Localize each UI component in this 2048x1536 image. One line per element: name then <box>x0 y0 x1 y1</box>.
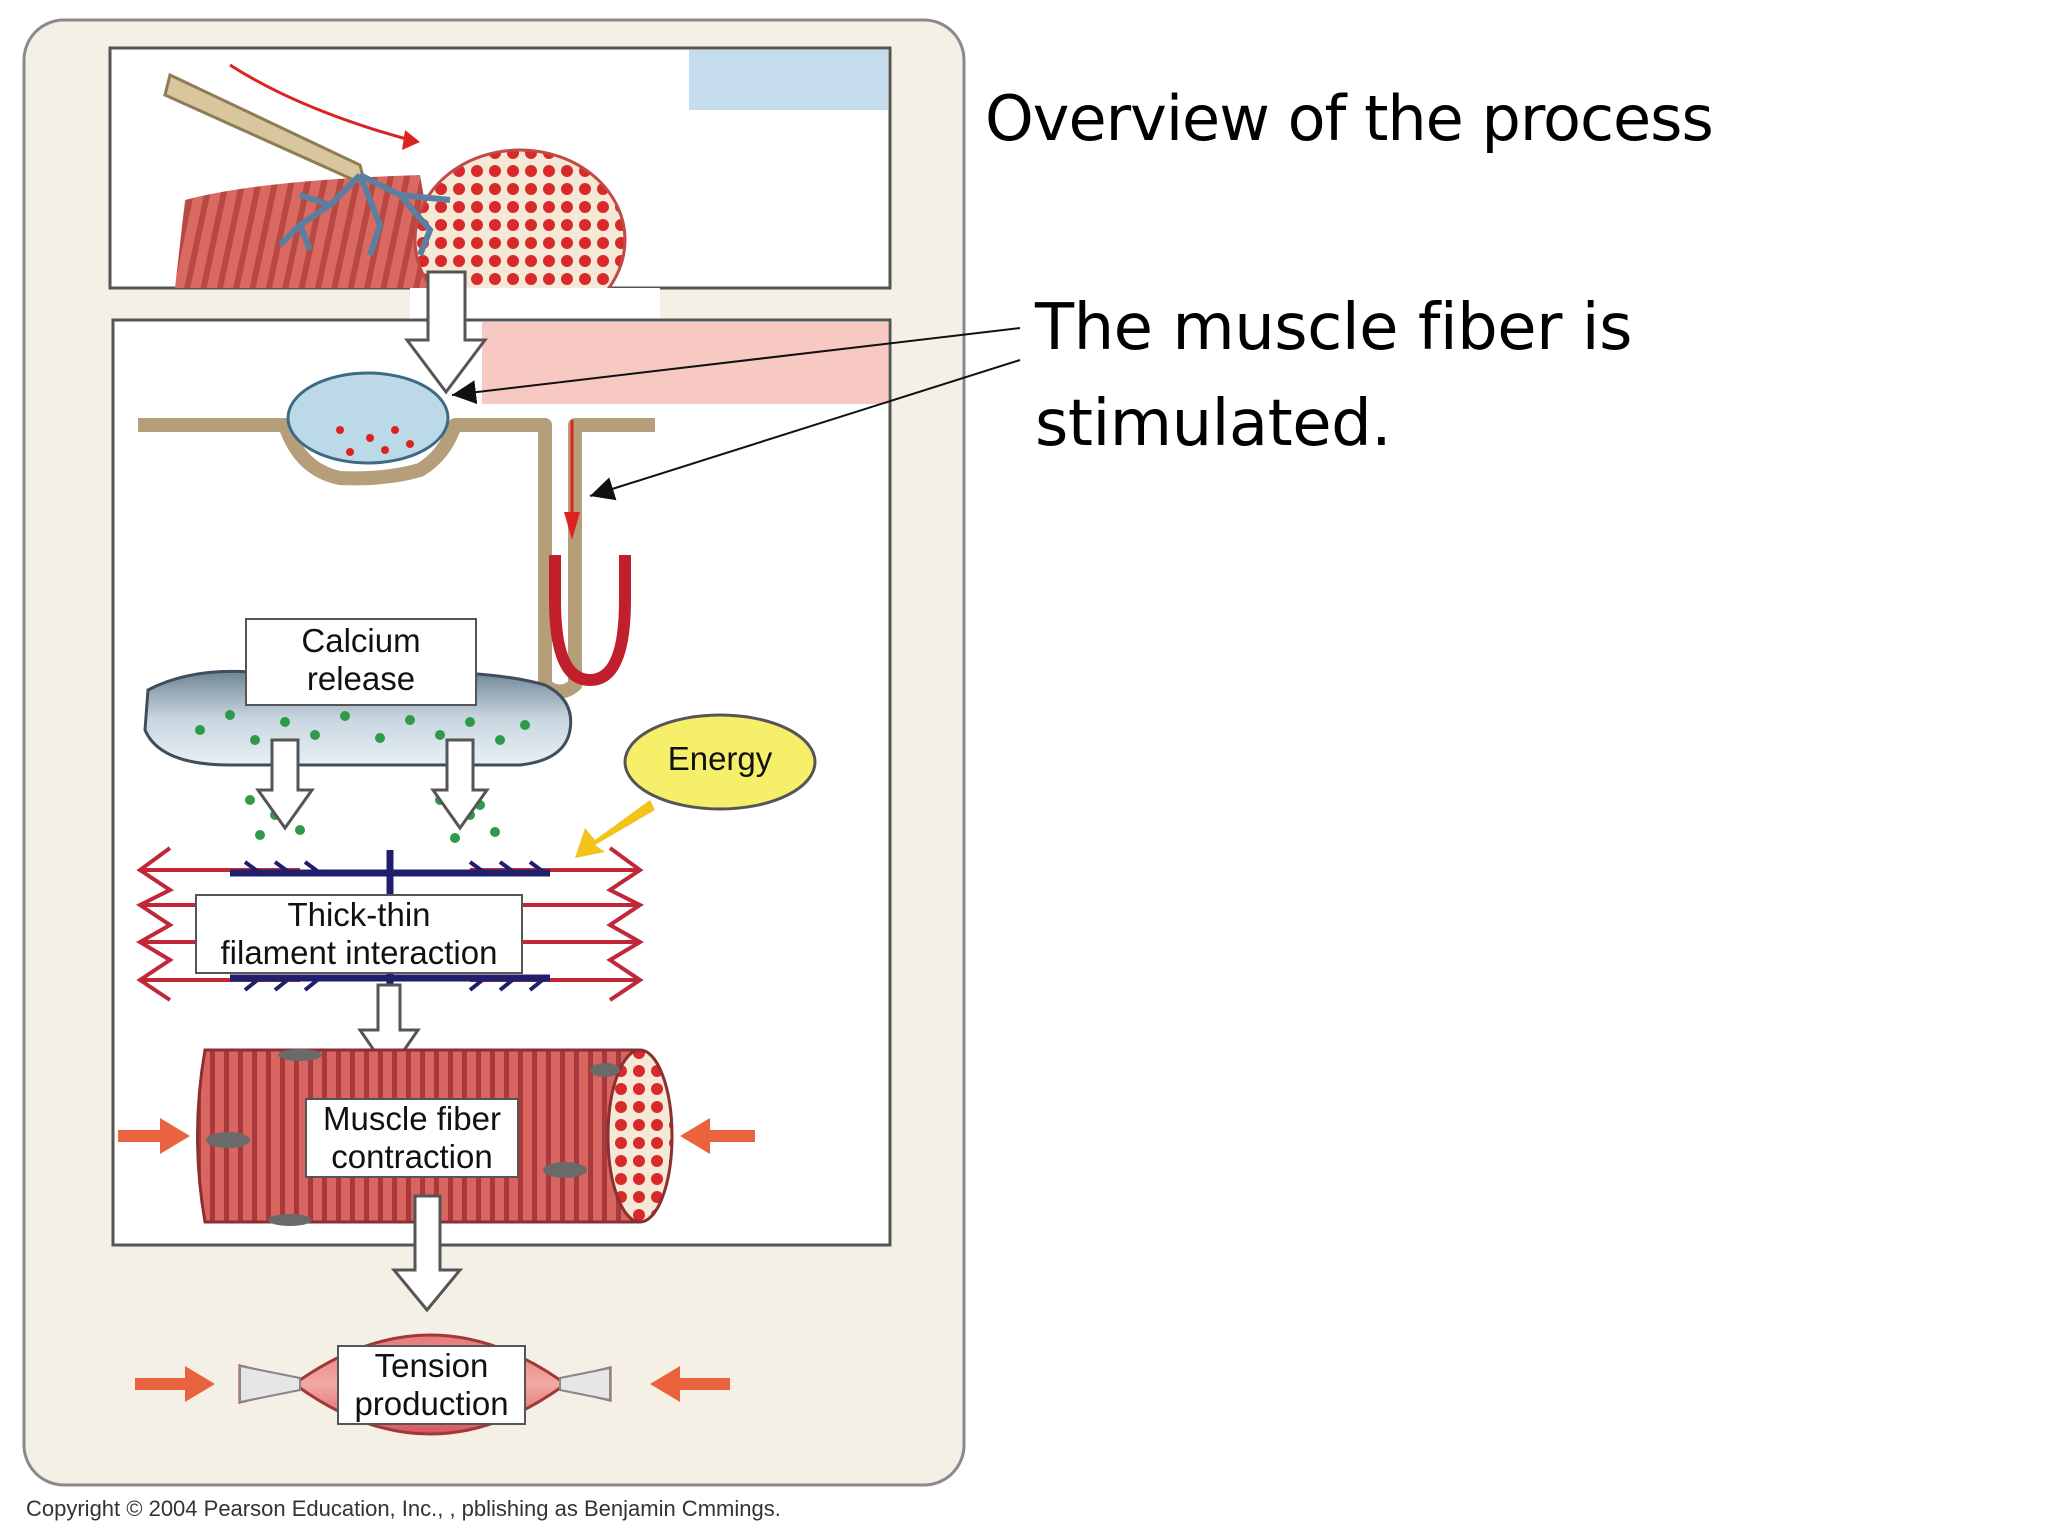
filament-interaction-line2: filament interaction <box>220 934 498 971</box>
tension-arrow-left <box>135 1366 215 1402</box>
fiber-contraction-label: Muscle fiber contraction <box>305 1098 519 1178</box>
energy-bubble <box>623 713 817 811</box>
calcium-release-label: Calcium release <box>245 618 477 706</box>
fiber-end <box>606 1048 674 1224</box>
tension-production-line2: production <box>354 1385 509 1422</box>
fiber-contraction-line1: Muscle fiber <box>323 1100 501 1137</box>
tension-production-line1: Tension <box>374 1347 489 1384</box>
callout-line-2 <box>589 359 1021 501</box>
tension-production-label: Tension production <box>337 1345 526 1425</box>
energy-label: Energy <box>667 740 773 777</box>
flow-arrow-4 <box>390 1194 464 1313</box>
tension-arrow-right <box>650 1366 730 1402</box>
neuromuscular-junction <box>277 172 451 257</box>
flow-arrow-2a <box>255 738 315 831</box>
t-tubule <box>549 555 631 687</box>
energy-arrow <box>575 800 655 858</box>
calcium-release-line1: Calcium <box>301 622 421 659</box>
slide-body-text: The muscle fiber is stimulated. <box>1035 291 1632 461</box>
nuclei <box>206 1049 620 1226</box>
copyright-notice: Copyright © 2004 Pearson Education, Inc.… <box>26 1496 781 1521</box>
flow-arrow-1 <box>404 270 488 395</box>
filament-interaction-line1: Thick-thin <box>287 896 431 933</box>
flow-arrow-2b <box>430 738 490 831</box>
action-potential-arrow <box>564 512 580 540</box>
signal-arrow <box>229 63 411 142</box>
filament-interaction-label: Thick-thin filament interaction <box>195 894 523 974</box>
callout-line-1 <box>451 327 1021 405</box>
hidden-label-pink <box>482 322 888 404</box>
compression-arrow-left <box>118 1118 190 1154</box>
hidden-label-blue <box>689 50 888 110</box>
compression-arrow-right <box>680 1118 755 1154</box>
tendon-left <box>239 1364 301 1404</box>
synaptic-vesicle-area <box>286 371 450 465</box>
tendon-right <box>559 1366 611 1402</box>
slide-title: Overview of the process <box>985 82 1714 155</box>
calcium-release-line2: release <box>306 660 416 697</box>
fiber-contraction-line2: contraction <box>331 1138 493 1175</box>
